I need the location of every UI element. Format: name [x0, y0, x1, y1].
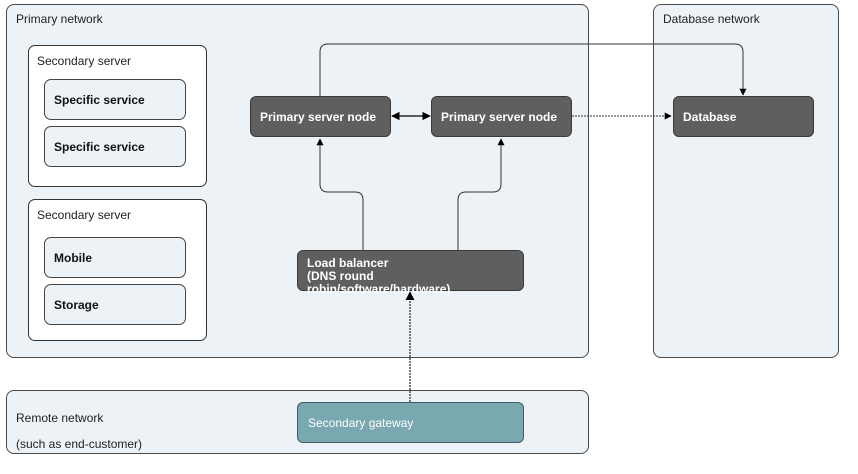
secondary-gateway-node[interactable]: Secondary gateway: [297, 402, 524, 443]
primary-network-label: Primary network: [16, 12, 103, 26]
secondary-server-1: Secondary server Specific service Specif…: [28, 45, 207, 187]
mobile-service[interactable]: Mobile: [44, 237, 186, 278]
specific-service-2[interactable]: Specific service: [44, 126, 186, 167]
specific-service-1[interactable]: Specific service: [44, 79, 186, 120]
database-node[interactable]: Database: [673, 96, 814, 137]
link-primary-to-database-top: [319, 43, 747, 96]
primary-server-node-left[interactable]: Primary server node: [250, 96, 391, 137]
load-balancer-title: Load balancer: [307, 256, 389, 270]
remote-network-label-line1: Remote network: [16, 411, 104, 425]
database-network-zone: Database network: [653, 4, 839, 358]
load-balancer-node[interactable]: Load balancer (DNS round robin/software/…: [297, 250, 524, 296]
link-lb-to-primary-left: [316, 138, 364, 250]
secondary-server-1-label: Secondary server: [37, 54, 132, 68]
link-lb-to-primary-right: [457, 138, 505, 250]
secondary-server-2: Secondary server Mobile Storage: [28, 199, 207, 341]
secondary-server-2-label: Secondary server: [37, 208, 132, 222]
primary-server-node-right[interactable]: Primary server node: [431, 96, 572, 137]
load-balancer-subtitle: (DNS round robin/software/hardware): [307, 269, 451, 296]
remote-network-label: Remote network (such as end-customer): [16, 399, 142, 464]
database-network-label: Database network: [663, 12, 760, 26]
remote-network-label-line2: (such as end-customer): [16, 437, 143, 451]
storage-service[interactable]: Storage: [44, 284, 186, 325]
